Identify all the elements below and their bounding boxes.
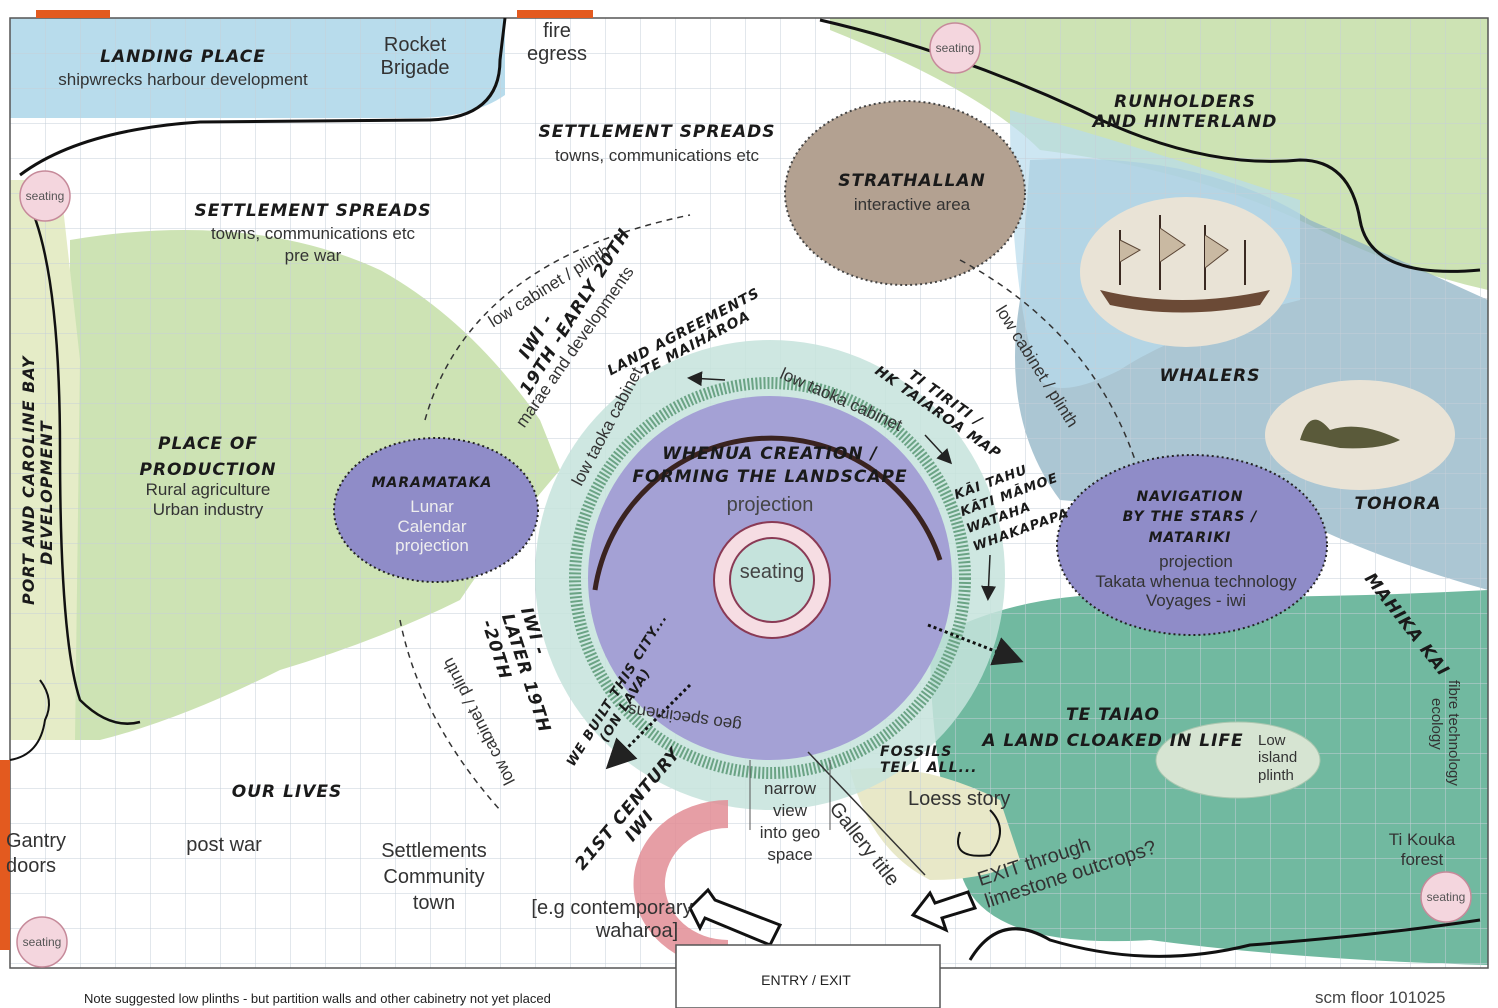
central-seating-inner [729, 537, 815, 623]
settlement-top-sub: towns, communications etc [554, 146, 760, 165]
plinth-note: Note suggested low plinths - but partiti… [84, 991, 551, 1006]
whenua-title: WHENUA CREATION /FORMING THE LANDSCAPE [632, 444, 908, 487]
wall-marker [517, 10, 593, 18]
entry-arrow-icon [688, 887, 783, 947]
strathallan-sub: interactive area [853, 195, 971, 214]
cabinet-ring [569, 377, 971, 779]
cabinet-direction-arrow [687, 371, 726, 387]
entry-exit-box[interactable] [675, 944, 941, 1008]
loess-curve [957, 809, 1001, 857]
narrow-view-lines [749, 760, 831, 830]
whenua-sub: projection [726, 494, 814, 516]
strathallan-title: STRATHALLAN [838, 171, 986, 191]
te-taiao-boundary [968, 918, 1481, 961]
post-war-label: post war [186, 834, 262, 856]
seating-label: seating [25, 189, 65, 203]
settlement-left-title: SETTLEMENT SPREADS [194, 201, 432, 221]
strathallan-area [784, 100, 1026, 286]
whakapapa-arrow [981, 554, 997, 601]
exit-arrow-right [927, 623, 1024, 666]
whalers-ship-image [1080, 197, 1292, 347]
low-island-plinth [1155, 721, 1321, 799]
gantry-door-marker [0, 760, 10, 950]
maramataka-area [333, 437, 539, 583]
landing-boundary [19, 17, 507, 177]
entry-exit-label[interactable]: ENTRY / EXIT [761, 972, 851, 988]
settlement-left-sub: towns, communications etc [210, 224, 416, 243]
exit-arrow-left [605, 683, 692, 770]
maramataka-title: MARAMATAKA [371, 475, 493, 491]
low-cabinet-arc-left-bottom [399, 619, 501, 811]
whalers-label: WHALERS [1159, 366, 1261, 386]
exit-arrow-icon [910, 890, 978, 933]
ship-icon [1100, 290, 1270, 313]
settlement-left-sub2: pre war [284, 246, 342, 265]
settlement-top-title: SETTLEMENT SPREADS [538, 122, 776, 142]
central-seating-label: seating [739, 561, 805, 583]
low-cabinet-arc-right [959, 259, 1136, 461]
port-boundary [23, 194, 141, 725]
seating-label: seating [1426, 890, 1466, 904]
whale-icon [1300, 419, 1400, 449]
waharoa-arc [633, 800, 728, 968]
our-lives-title: OUR LIVES [231, 782, 343, 802]
seating-label: seating [935, 41, 975, 55]
projection-arc [592, 435, 943, 591]
navigation-area [1056, 454, 1328, 636]
wall-marker [36, 10, 110, 18]
floor-reference: scm floor 101025 [1315, 988, 1446, 1007]
cabinet-direction-arrow [924, 434, 953, 465]
landing-place-title: LANDING PLACE [100, 47, 266, 67]
seating-markers [16, 22, 1472, 968]
gallery-title-line [807, 751, 926, 876]
seating-label: seating [22, 935, 62, 949]
gantry-boundary [9, 679, 50, 761]
landing-place-sub: shipwrecks harbour development [58, 70, 308, 89]
tohora-label: TOHORA [1354, 494, 1442, 514]
loess-label: Loess story [908, 788, 1011, 810]
